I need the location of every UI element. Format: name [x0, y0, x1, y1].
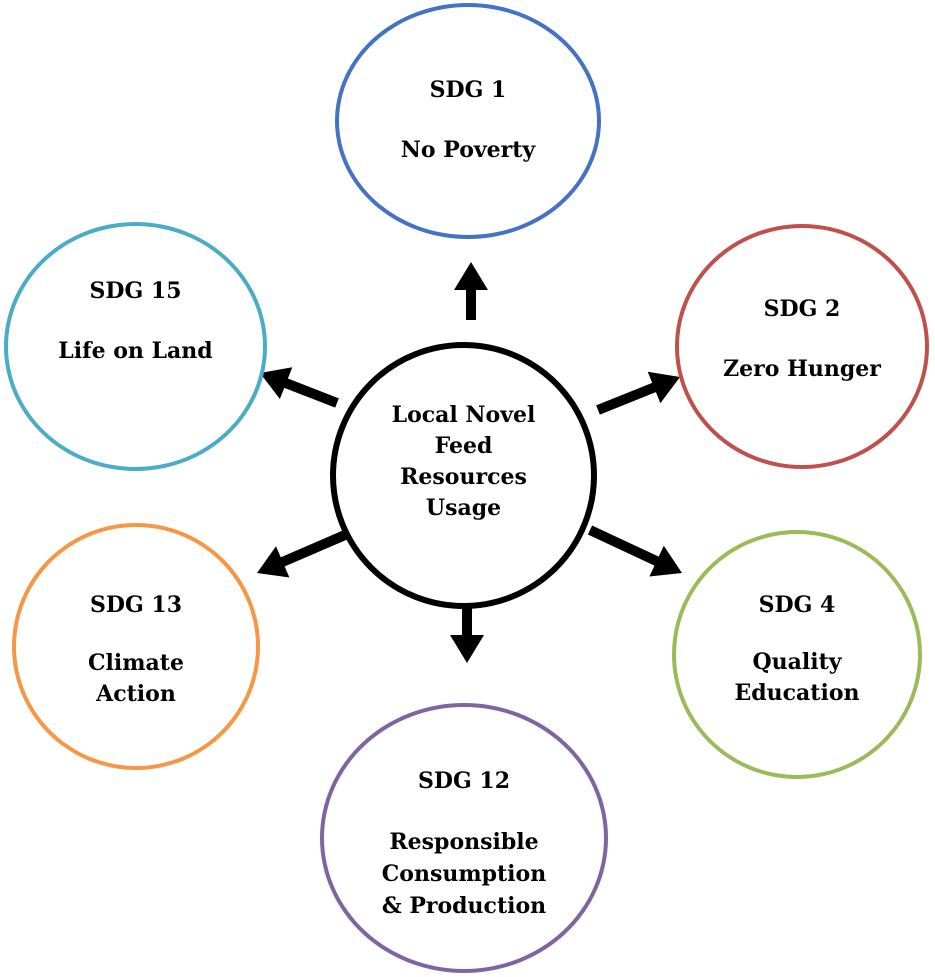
sdg1-title: No Poverty [400, 137, 536, 163]
arrow-to-sdg12 [450, 600, 484, 663]
center-label-line: Usage [425, 495, 502, 521]
arrow-shaft [282, 377, 339, 408]
sdg12-title-line: Consumption [381, 861, 547, 887]
arrow-to-sdg1 [454, 262, 488, 320]
sdg4-node: SDG 4 Quality Education [672, 530, 922, 779]
sdg1-node: SDG 1 No Poverty [335, 3, 601, 239]
arrow-head [454, 262, 488, 290]
sdg1-code: SDG 1 [429, 77, 507, 103]
sdg15-node: SDG 15 Life on Land [4, 222, 267, 471]
center-label-line: Local Novel [391, 402, 536, 428]
sdg4-title-line: Education [734, 680, 860, 706]
sdg4-code: SDG 4 [758, 592, 836, 618]
sdg13-title-line: Action [96, 681, 176, 707]
arrow-to-sdg2 [596, 371, 680, 415]
sdg4-title-line: Quality [752, 649, 842, 675]
center-label-line: Feed [434, 433, 493, 459]
arrow-shaft [278, 530, 347, 568]
sdg12-node: SDG 12 Responsible Consumption & Product… [320, 703, 608, 973]
arrow-head [257, 546, 290, 578]
center-node: Local Novel Feed Resources Usage [330, 342, 597, 609]
sdg15-code: SDG 15 [89, 278, 182, 304]
arrow-to-sdg13 [257, 530, 347, 578]
sdg13-code: SDG 13 [89, 592, 183, 618]
sdg12-code: SDG 12 [417, 768, 511, 794]
sdg12-title-line: Responsible [389, 829, 539, 855]
arrow-to-sdg4 [587, 525, 682, 577]
sdg12-title-line: & Production [381, 893, 547, 919]
sdg2-node: SDG 2 Zero Hunger [675, 224, 929, 469]
arrow-head [649, 545, 682, 577]
center-label-line: Resources [400, 464, 527, 490]
sdg2-title: Zero Hunger [723, 356, 881, 382]
sdg15-title: Life on Land [58, 338, 213, 364]
sdg13-node: SDG 13 Climate Action [12, 523, 260, 770]
sdg13-title-line: Climate [88, 650, 184, 676]
arrow-shaft [587, 525, 661, 567]
sdg2-code: SDG 2 [763, 296, 841, 322]
arrow-head [647, 371, 680, 404]
arrow-head [260, 367, 293, 399]
arrow-shaft [596, 382, 658, 415]
arrow-head [450, 635, 484, 663]
arrow-to-sdg15 [260, 367, 339, 408]
